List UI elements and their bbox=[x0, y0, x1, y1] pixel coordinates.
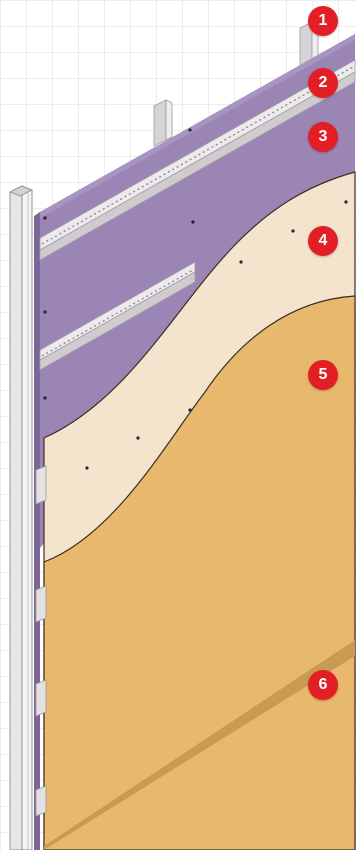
marker-6: 6 bbox=[308, 670, 338, 700]
marker-3: 3 bbox=[308, 122, 338, 152]
marker-4: 4 bbox=[308, 226, 338, 256]
marker-2: 2 bbox=[308, 68, 338, 98]
marker-5: 5 bbox=[308, 360, 338, 390]
front-stud bbox=[10, 186, 32, 850]
marker-1: 1 bbox=[308, 6, 338, 36]
